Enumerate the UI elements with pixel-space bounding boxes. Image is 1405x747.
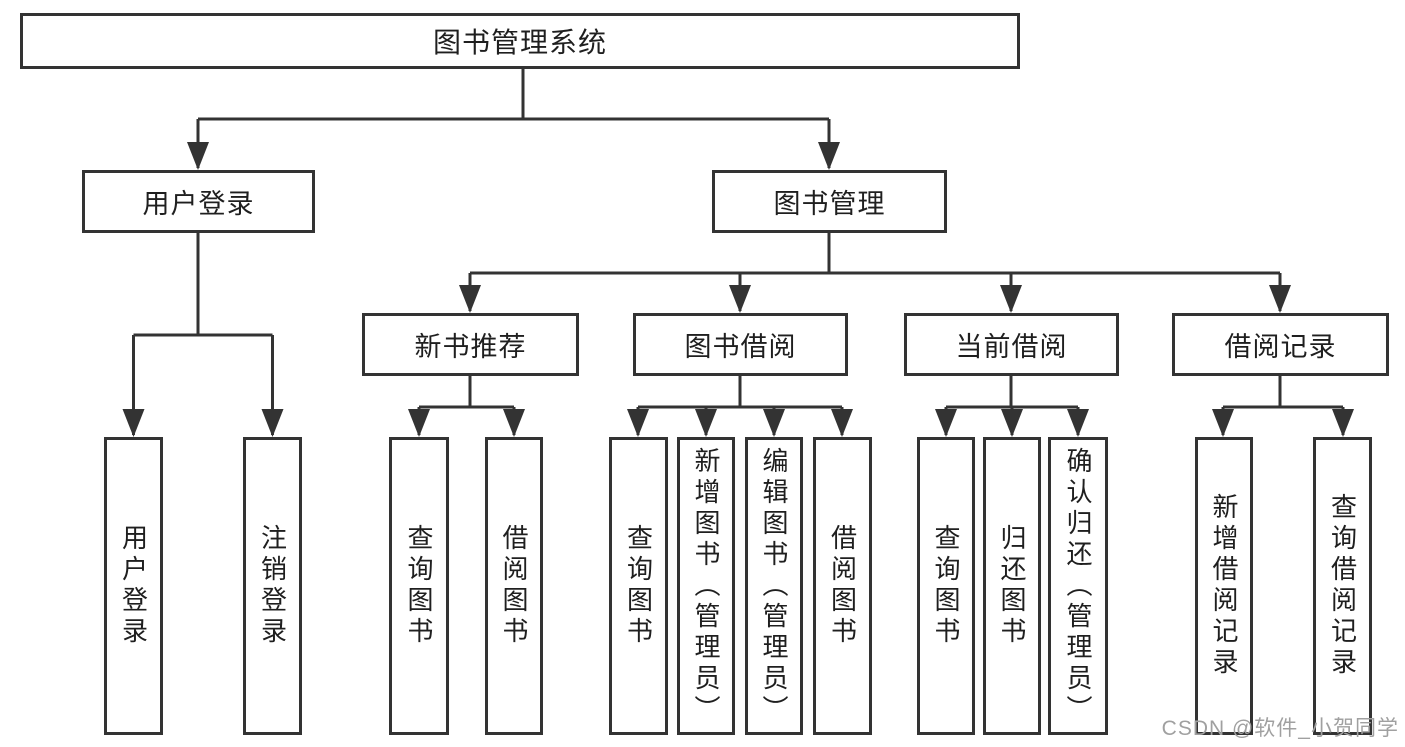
node-user-login: 用户登录	[82, 170, 315, 233]
leaf-records-add-record: 新增借阅记录	[1195, 437, 1253, 735]
node-book-borrow: 图书借阅	[633, 313, 848, 376]
node-borrow-records: 借阅记录	[1172, 313, 1389, 376]
leaf-recommend-query-books: 查询图书	[389, 437, 449, 735]
leaf-borrow-add-books-admin: 新增图书（管理员）	[677, 437, 735, 735]
leaf-current-return-books: 归还图书	[983, 437, 1041, 735]
leaf-records-query-record: 查询借阅记录	[1313, 437, 1372, 735]
leaf-borrow-query-books: 查询图书	[609, 437, 668, 735]
watermark: CSDN @软件_小贺同学	[1161, 717, 1399, 740]
node-current-borrow: 当前借阅	[904, 313, 1119, 376]
leaf-logout: 注销登录	[243, 437, 302, 735]
root-node-system-title: 图书管理系统	[20, 13, 1020, 69]
leaf-current-query-books: 查询图书	[917, 437, 975, 735]
leaf-current-confirm-return-admin: 确认归还（管理员）	[1048, 437, 1108, 735]
leaf-borrow-edit-books-admin: 编辑图书（管理员）	[745, 437, 803, 735]
arrowheads	[122, 142, 1354, 437]
node-new-book-recommend: 新书推荐	[362, 313, 579, 376]
node-book-management: 图书管理	[712, 170, 947, 233]
leaf-borrow-borrow-books: 借阅图书	[813, 437, 872, 735]
leaf-user-login: 用户登录	[104, 437, 163, 735]
leaf-recommend-borrow-books: 借阅图书	[485, 437, 543, 735]
